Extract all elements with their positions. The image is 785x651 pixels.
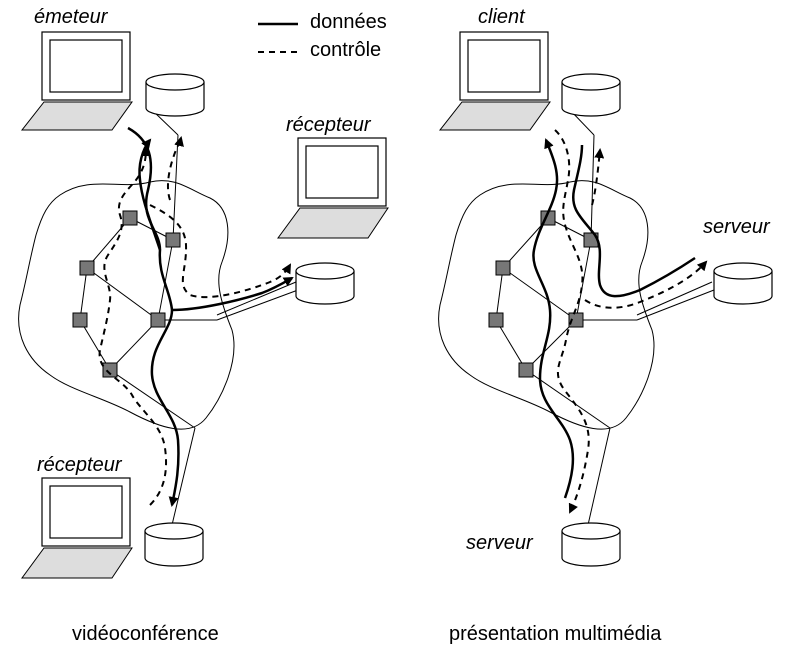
receiver-right-label: récepteur [286,114,371,136]
server-right-label: serveur [703,216,770,238]
control-path-left-1 [98,146,168,506]
network-node-icon [165,232,181,248]
disk-storage-icon [561,73,621,117]
laptop-icon [21,477,133,579]
disk-storage-icon [295,262,355,305]
data-path-right-2 [571,144,696,298]
server-bottom-label: serveur [466,532,533,554]
network-node-icon [495,260,511,276]
control-path-right-3 [591,148,605,206]
left-diagram [18,31,389,579]
laptop-icon [438,31,551,131]
network-node-icon [518,362,534,378]
client-label: client [478,6,525,28]
disk-storage-icon [713,262,773,305]
right-caption: présentation multimédia [449,623,662,645]
control-path-left-2 [166,136,184,201]
laptop-icon [277,137,389,239]
network-cloud-right [438,180,655,430]
control-path-right-1 [554,129,590,514]
disk-storage-icon [145,73,205,117]
disk-storage-icon [561,522,621,567]
legend-control-label: contrôle [310,39,382,61]
network-links-right [495,109,715,526]
network-node-icon [79,260,95,276]
network-node-icon [150,312,166,328]
network-node-icon [102,362,118,378]
left-caption: vidéoconférence [72,623,219,645]
network-links-left [79,109,299,526]
sender-label: émeteur [34,6,108,28]
control-path-right-2 [584,260,708,309]
network-node-icon [122,210,138,226]
network-node-icon [488,312,504,328]
receiver-bottom-label: récepteur [37,454,122,476]
network-cloud-left [18,180,235,430]
routers-left [72,210,181,378]
control-path-left-3 [149,204,291,299]
data-path-left-branch [171,276,294,312]
legend-data-label: données [310,11,387,33]
right-diagram [438,31,773,567]
legend [258,22,298,53]
laptop-icon [20,31,133,131]
network-node-icon [568,312,584,328]
network-node-icon [72,312,88,328]
data-path-right-1 [532,138,575,499]
disk-storage-icon [144,522,204,567]
